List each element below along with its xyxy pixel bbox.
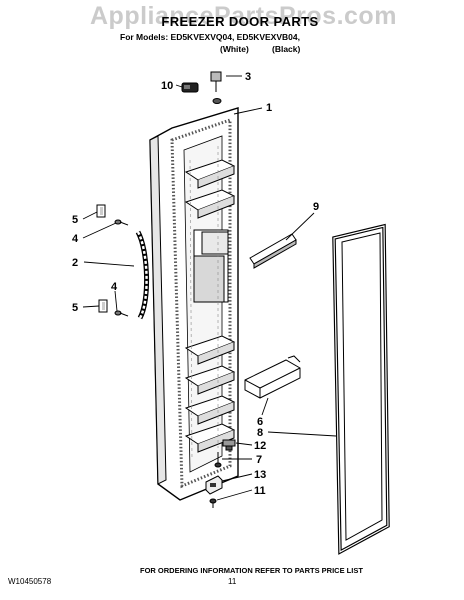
variant-black-label: (Black) xyxy=(272,44,301,54)
watermark: AppliancePartsPros.com xyxy=(90,2,397,30)
top-hinge-bushing xyxy=(210,71,222,104)
door-handle xyxy=(135,230,149,320)
callout-7: 7 xyxy=(256,454,262,466)
callout-13: 13 xyxy=(254,469,266,481)
ordering-info: FOR ORDERING INFORMATION REFER TO PARTS … xyxy=(140,566,363,575)
handle-end-cap-lower xyxy=(98,299,108,313)
leader-lines xyxy=(82,75,337,501)
hinge-pin-screw xyxy=(214,452,222,468)
page-number: 11 xyxy=(228,577,237,586)
callout-6: 6 xyxy=(257,416,263,428)
callout-4-lower: 4 xyxy=(111,281,118,293)
door-gasket xyxy=(332,223,390,555)
callout-10: 10 xyxy=(161,80,173,92)
callout-3: 3 xyxy=(245,71,251,83)
bracket-screw xyxy=(209,498,217,508)
bottom-hinge-bracket xyxy=(205,475,223,495)
handle-end-cap-upper xyxy=(96,204,106,218)
callout-9: 9 xyxy=(313,201,319,213)
hinge-cap xyxy=(181,82,199,93)
handle-screw-lower xyxy=(114,310,129,317)
freezer-door xyxy=(149,107,239,501)
callout-labels: 10 3 1 9 5 4 2 4 5 6 8 12 7 13 11 xyxy=(72,71,319,497)
document-code: W10450578 xyxy=(8,577,52,586)
model-numbers: For Models: ED5KVEXVQ04, ED5KVEXVB04, xyxy=(120,32,300,42)
callout-5-lower: 5 xyxy=(72,302,78,314)
bottom-hinge-bushing xyxy=(222,439,236,451)
callout-4-upper: 4 xyxy=(72,233,79,245)
dispenser-trim-strip xyxy=(249,233,297,269)
variant-white-label: (White) xyxy=(220,44,249,54)
page-title: FREEZER DOOR PARTS xyxy=(161,14,319,29)
callout-5-upper: 5 xyxy=(72,214,78,226)
callout-11: 11 xyxy=(254,485,266,497)
door-shelf-bin xyxy=(244,355,301,399)
callout-2: 2 xyxy=(72,257,78,269)
handle-screw-upper xyxy=(114,219,129,226)
callout-8: 8 xyxy=(257,427,263,439)
callout-1: 1 xyxy=(266,102,272,114)
callout-12: 12 xyxy=(254,440,266,452)
